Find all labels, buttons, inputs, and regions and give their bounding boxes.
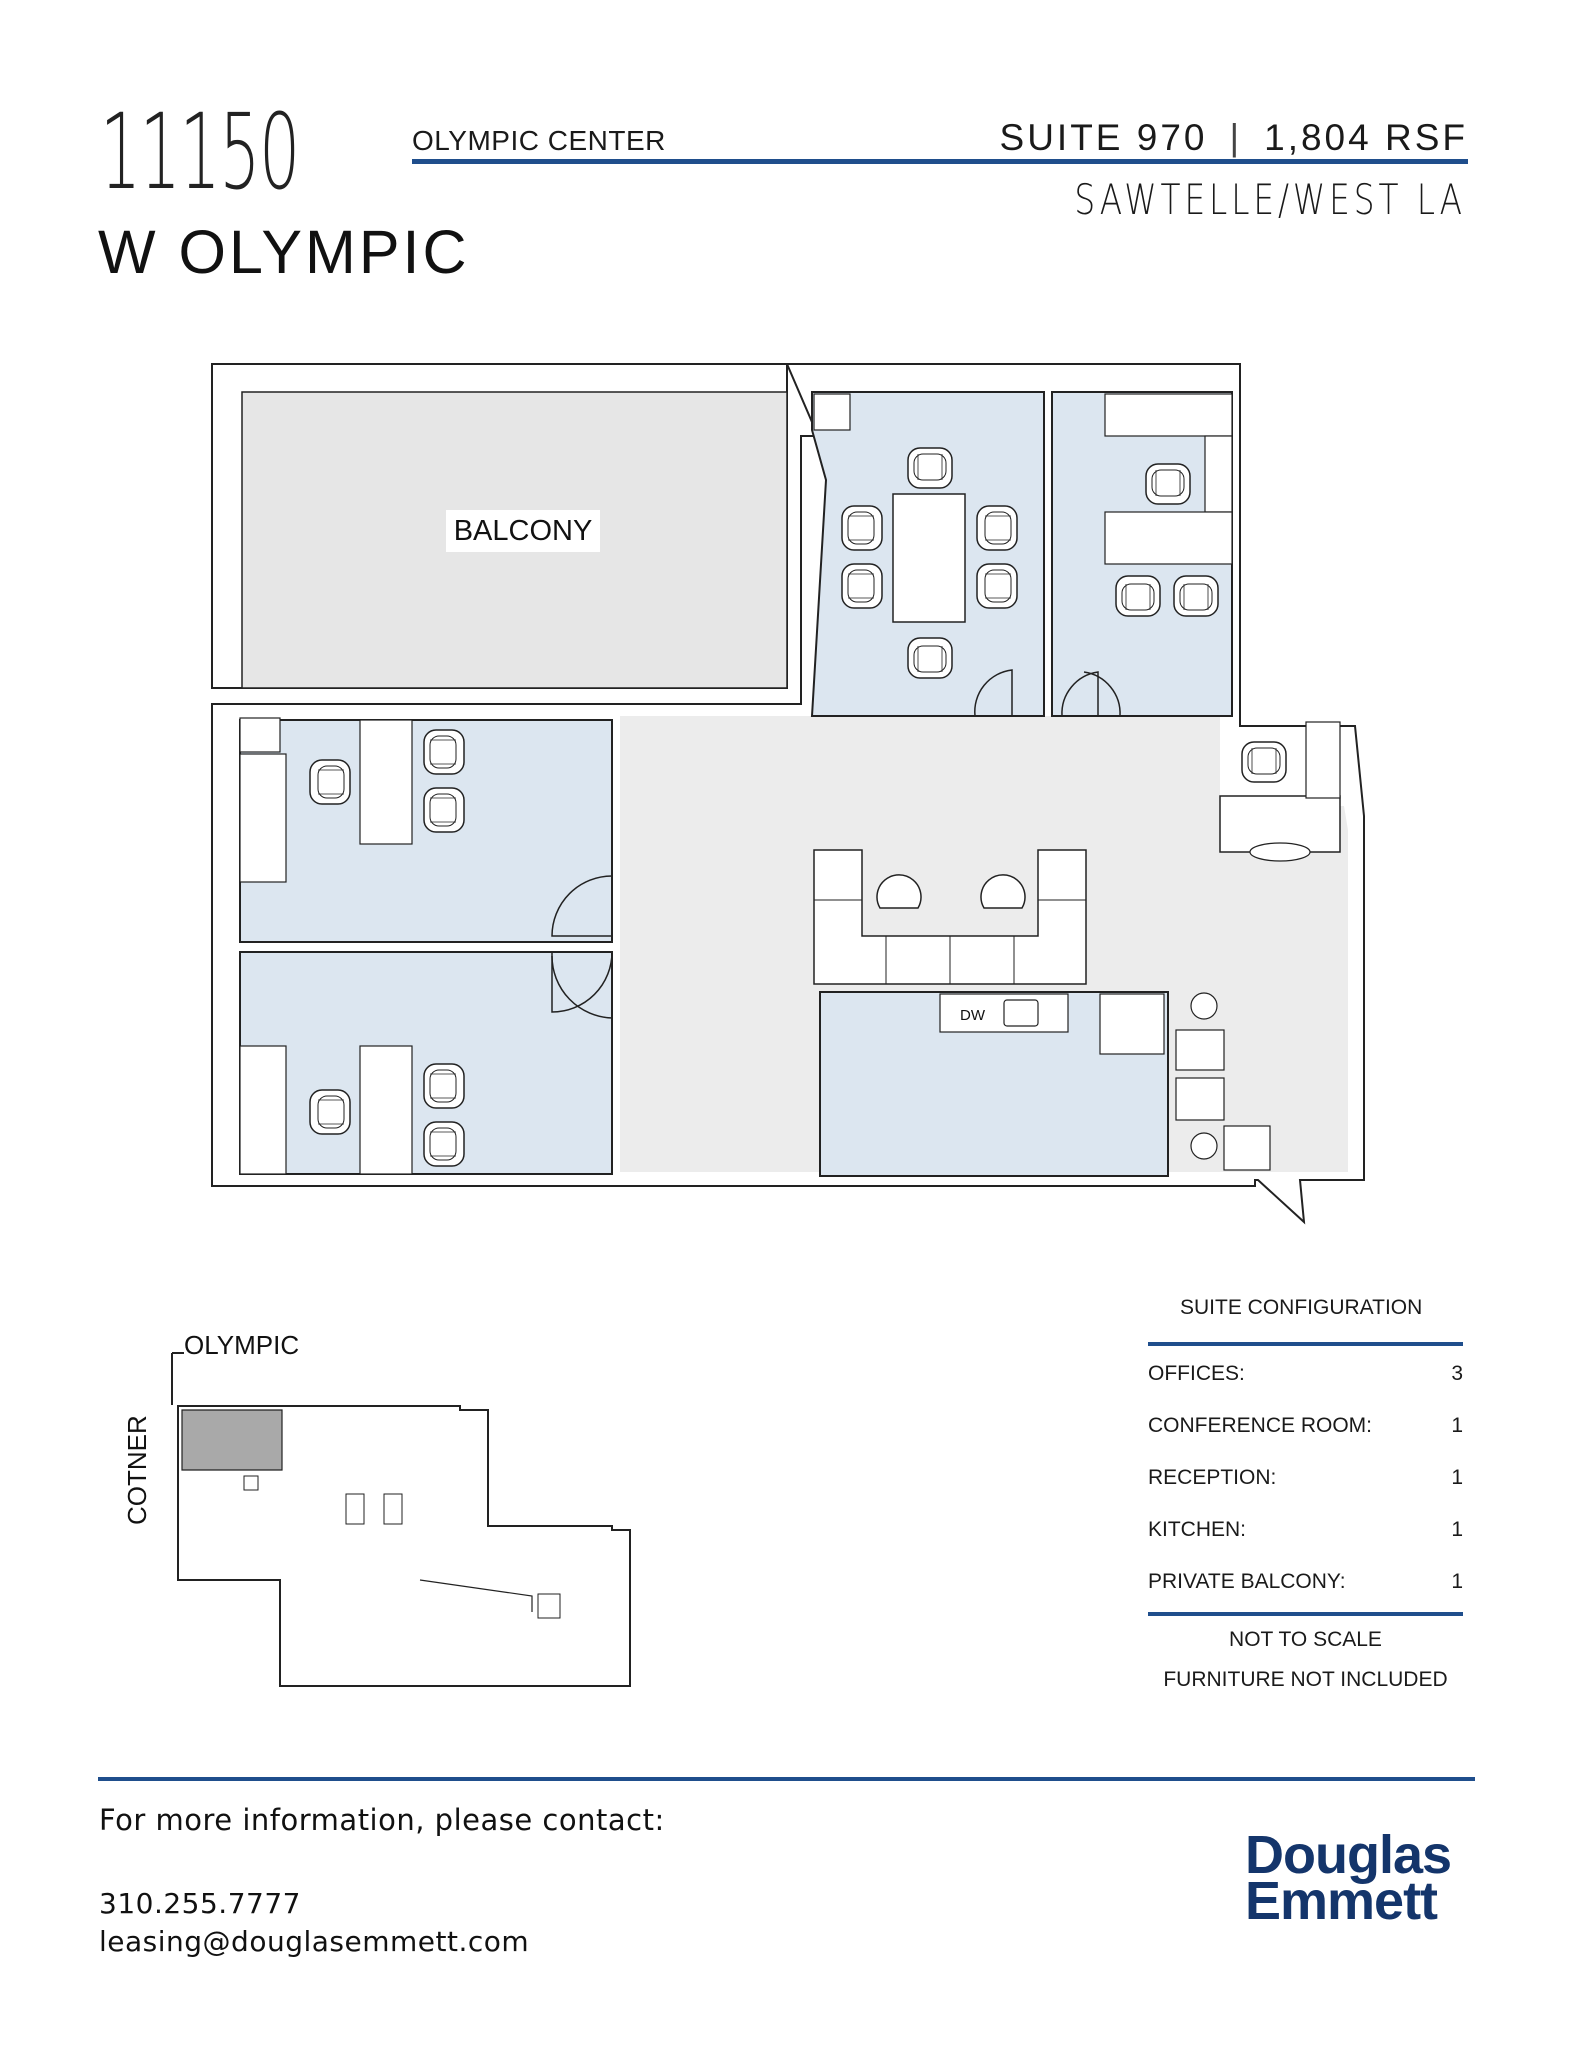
note-not-to-scale: NOT TO SCALE	[1229, 1628, 1382, 1651]
conference-room	[810, 391, 1045, 717]
note-furniture: FURNITURE NOT INCLUDED	[1163, 1668, 1448, 1691]
config-title: SUITE CONFIGURATION	[1180, 1296, 1423, 1319]
contact-heading: For more information, please contact:	[99, 1803, 665, 1837]
balcony-area: BALCONY	[211, 363, 788, 689]
key-plan	[171, 1352, 631, 1687]
config-value: 3	[1451, 1362, 1463, 1385]
config-rule-top	[1148, 1342, 1463, 1346]
reception-desk	[813, 849, 1087, 985]
contact-email[interactable]: leasing@douglasemmett.com	[99, 1925, 530, 1958]
config-row: RECEPTION: 1	[1148, 1466, 1463, 1490]
config-label: KITCHEN:	[1148, 1518, 1247, 1541]
config-label: CONFERENCE ROOM:	[1148, 1414, 1373, 1437]
keyplan-street-olympic: OLYMPIC	[184, 1330, 300, 1360]
config-row: OFFICES: 3	[1148, 1362, 1463, 1386]
dishwasher-label: DW	[960, 1007, 986, 1024]
footer-rule	[98, 1777, 1475, 1781]
config-rule-bottom	[1148, 1612, 1463, 1616]
config-row: KITCHEN: 1	[1148, 1518, 1463, 1542]
suite-info: SUITE 970 | 1,804 RSF	[1000, 117, 1468, 159]
east-furniture	[1175, 721, 1341, 1171]
header-rule	[412, 159, 1468, 164]
office-ne	[1051, 391, 1233, 717]
config-label: RECEPTION:	[1148, 1466, 1277, 1489]
config-value: 1	[1451, 1414, 1463, 1437]
config-value: 1	[1451, 1570, 1463, 1593]
config-label: OFFICES:	[1148, 1362, 1245, 1385]
office-west-2	[239, 951, 613, 1175]
building-name: OLYMPIC CENTER	[412, 125, 666, 156]
address-street: W OLYMPIC	[98, 218, 470, 286]
office-west-1	[239, 717, 613, 943]
address-number: 11150	[100, 91, 300, 213]
config-label: PRIVATE BALCONY:	[1148, 1570, 1346, 1593]
contact-phone[interactable]: 310.255.7777	[99, 1887, 301, 1920]
keyplan-street-cotner: COTNER	[122, 1415, 152, 1525]
submarket: SAWTELLE/WEST LA	[1074, 175, 1466, 224]
kitchen: DW	[819, 991, 1169, 1177]
suite-separator: |	[1229, 117, 1243, 158]
config-value: 1	[1451, 1518, 1463, 1541]
suite-rsf: 1,804 RSF	[1264, 117, 1468, 158]
config-value: 1	[1451, 1466, 1463, 1489]
balcony-label: BALCONY	[454, 515, 593, 547]
config-row: CONFERENCE ROOM: 1	[1148, 1414, 1463, 1438]
douglas-emmett-logo: Douglas Emmett	[1245, 1825, 1452, 1931]
config-row: PRIVATE BALCONY: 1	[1148, 1570, 1463, 1594]
logo-line-1: Douglas	[1245, 1825, 1452, 1885]
logo-line-2: Emmett	[1245, 1871, 1438, 1931]
suite-number: SUITE 970	[999, 117, 1208, 158]
